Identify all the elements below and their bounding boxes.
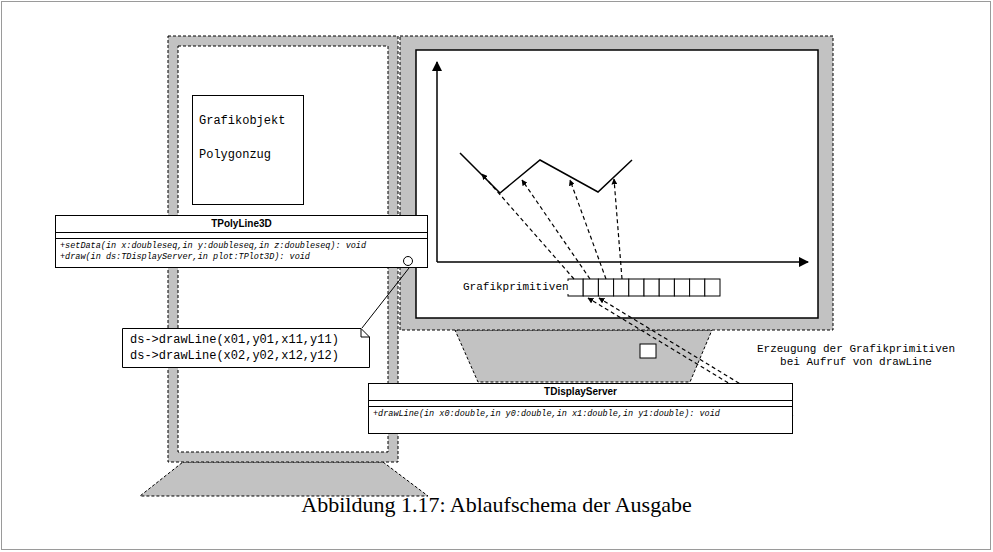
primitive-cell — [568, 279, 583, 296]
annotation-text: Erzeugung der Grafikprimitiven bei Aufru… — [745, 343, 967, 369]
uml-class-box: TPolyLine3D +setData(in x:doubleseq,in y:… — [55, 215, 428, 268]
primitive-cell — [659, 279, 674, 296]
primitive-cell — [583, 279, 598, 296]
uml-class-box: TDisplayServer +drawLine(in x0:double,in … — [368, 383, 793, 434]
note-fold — [361, 329, 370, 338]
object-label: Grafikobjekt Polygonzug — [199, 104, 297, 172]
dashed-arrow — [570, 180, 606, 279]
uml-note: ds->drawLine(x01,y01,x11,y11) ds->drawLi… — [122, 328, 370, 368]
class-header: TDisplayServer — [369, 384, 792, 401]
primitive-cell — [644, 279, 659, 296]
y-axis — [436, 62, 438, 262]
class-name: TDisplayServer — [373, 386, 788, 398]
note-text: ds->drawLine(x01,y01,x11,y11) ds->drawLi… — [130, 332, 354, 364]
monitor-bezel — [400, 36, 833, 330]
port-circle — [403, 256, 413, 266]
primitives-label: Grafikprimitiven — [462, 281, 570, 294]
primitive-cell — [629, 279, 644, 296]
x-axis — [437, 261, 808, 263]
class-name: TPolyLine3D — [60, 218, 423, 230]
primitive-cell — [674, 279, 689, 296]
figure-caption: Abbildung 1.17: Ablaufschema der Ausgabe — [0, 492, 993, 518]
primitive-cell — [690, 279, 705, 296]
method-signature: +draw(in ds:TDisplayServer,in plot:TPlot… — [60, 252, 423, 263]
attribute-compartment — [369, 401, 792, 407]
method-signature: +setData(in x:doubleseq,in y:doubleseq,i… — [60, 241, 423, 252]
primitive-cell — [598, 279, 613, 296]
method-compartment: +drawLine(in x0:double,in y0:double,in x… — [369, 407, 792, 433]
attribute-compartment — [56, 233, 427, 239]
primitive-cell — [614, 279, 629, 296]
dashed-arrow — [614, 179, 622, 279]
note-link — [362, 268, 409, 328]
object-box: Grafikobjekt Polygonzug — [192, 95, 304, 205]
method-compartment: +setData(in x:doubleseq,in y:doubleseq,i… — [56, 239, 427, 267]
tower-base — [140, 462, 428, 496]
dashed-arrow — [522, 180, 590, 279]
primitive-cell — [705, 279, 720, 296]
monitor-screen — [416, 50, 818, 318]
monitor-stand — [455, 330, 712, 382]
polyline-plot — [460, 153, 632, 193]
method-signature: +drawLine(in x0:double,in y0:double,in x… — [373, 409, 788, 420]
primitive-cells — [568, 279, 720, 296]
note-border — [123, 329, 370, 368]
power-button — [640, 344, 656, 358]
class-header: TPolyLine3D — [56, 216, 427, 233]
